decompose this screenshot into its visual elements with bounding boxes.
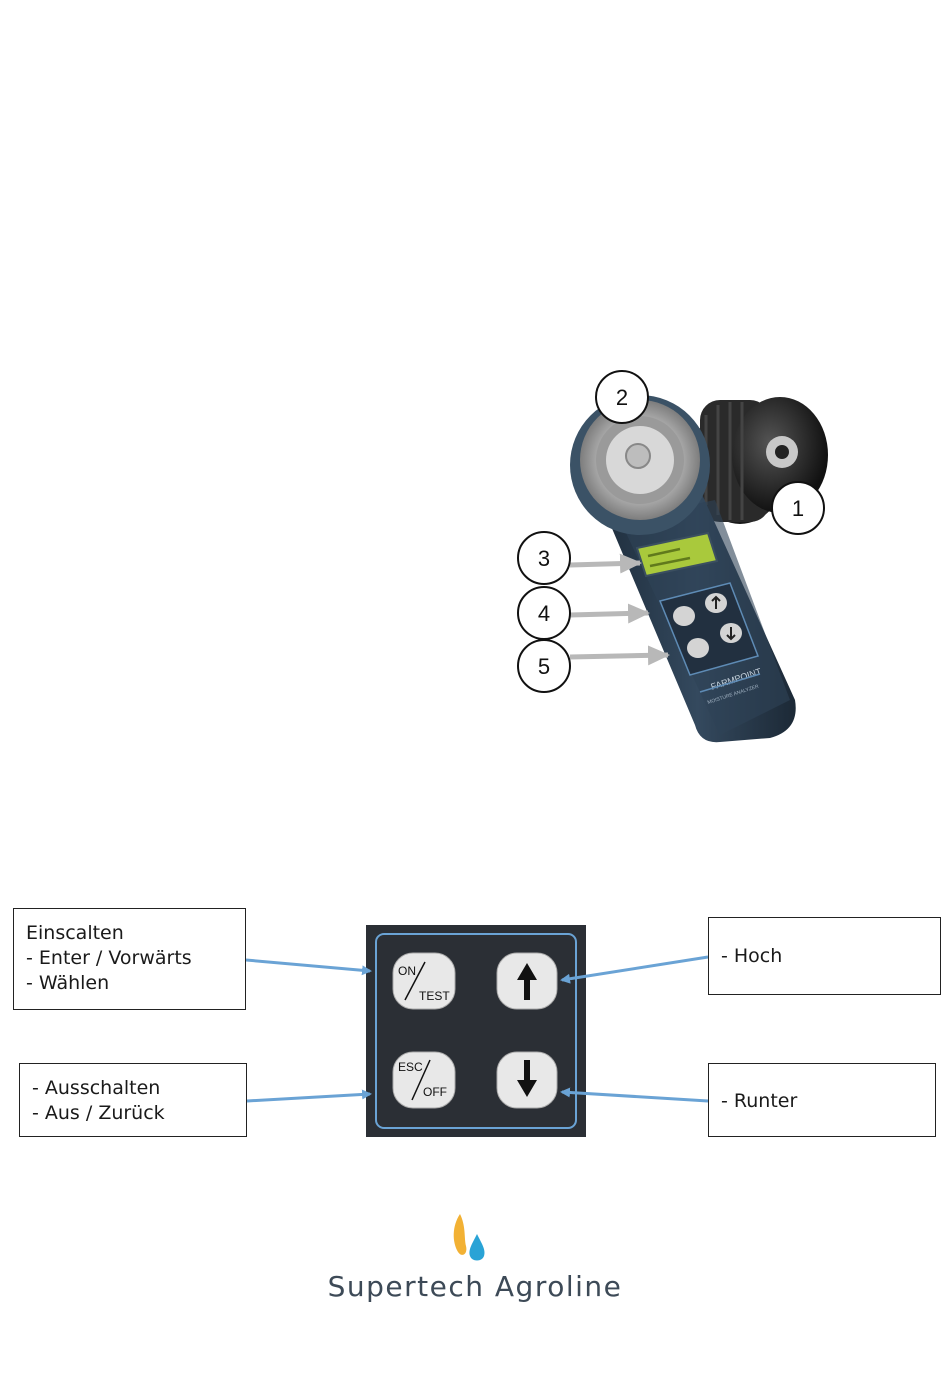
callout-number-2: 2 xyxy=(616,385,628,410)
arrow-to-esc-key xyxy=(247,1094,370,1101)
arrow-to-keypad-top xyxy=(570,613,648,615)
callout-circle-3: 3 xyxy=(518,532,570,584)
callout-off-line-1: - Ausschalten xyxy=(32,1076,234,1101)
arrow-to-keypad-bottom xyxy=(570,655,668,657)
callout-off-line-2: - Aus / Zurück xyxy=(32,1101,234,1126)
esc-off-key: ESC OFF xyxy=(393,1052,455,1108)
callout-box-down: - Runter xyxy=(708,1063,936,1137)
company-logo-text: Supertech Agroline xyxy=(0,1270,950,1303)
on-test-key: ON TEST xyxy=(393,953,455,1009)
arrow-to-display xyxy=(570,563,640,565)
callout-on-line-2: - Enter / Vorwärts xyxy=(26,946,233,971)
esc-key-bottom-label: OFF xyxy=(423,1085,447,1099)
callout-circle-4: 4 xyxy=(518,587,570,639)
callout-box-off: - Ausschalten - Aus / Zurück xyxy=(19,1063,247,1137)
moisture-meter-device: FARMPOINT MOISTURE ANALYZER xyxy=(570,395,828,742)
callout-box-on: Einscalten - Enter / Vorwärts - Wählen xyxy=(13,908,246,1010)
up-key xyxy=(497,953,557,1009)
arrow-to-on-key xyxy=(246,960,370,971)
callout-circle-2: 2 xyxy=(596,371,648,423)
down-key xyxy=(497,1052,557,1108)
flame-drop-icon xyxy=(450,1212,490,1268)
keypad-closeup: ON TEST ESC OFF xyxy=(366,925,586,1137)
esc-key-top-label: ESC xyxy=(398,1060,423,1074)
callout-box-up: - Hoch xyxy=(708,917,941,995)
on-key-top-label: ON xyxy=(398,964,416,978)
callout-circle-5: 5 xyxy=(518,640,570,692)
on-key-bottom-label: TEST xyxy=(419,989,450,1003)
callout-circle-1: 1 xyxy=(772,482,824,534)
callout-number-1: 1 xyxy=(792,496,804,521)
callout-up-line-1: - Hoch xyxy=(721,944,928,969)
callout-number-3: 3 xyxy=(538,546,550,571)
callout-down-line-1: - Runter xyxy=(721,1089,923,1114)
callout-number-5: 5 xyxy=(538,654,550,679)
callout-number-4: 4 xyxy=(538,601,550,626)
callout-on-line-1: Einscalten xyxy=(26,921,233,946)
callout-on-line-3: - Wählen xyxy=(26,971,233,996)
